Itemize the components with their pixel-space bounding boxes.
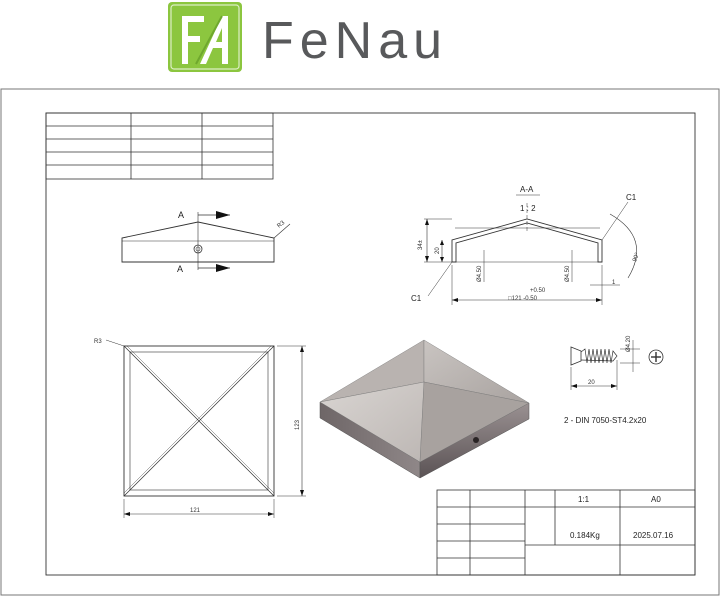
hole-dia-left: Ø4.50 — [477, 265, 483, 282]
height-inner-label: 20 — [435, 247, 441, 254]
radius-label-top: R3 — [276, 220, 286, 230]
width-dim-label: □121 -0.50 — [508, 296, 538, 302]
title-block — [436, 489, 696, 576]
screw-thread — [580, 348, 618, 364]
section-view: A-A 1 : 2 34± 20 Ø4.50 Ø4.50 +0.50 □121 … — [411, 185, 641, 305]
plan-height-label: 123 — [295, 419, 301, 430]
height-total-label: 34± — [418, 239, 424, 250]
title-block-scale: 1:1 — [578, 495, 590, 504]
plan-width-label: 121 — [190, 508, 201, 514]
brand-wordmark: FeNau — [262, 12, 448, 70]
plan-inner — [129, 351, 269, 491]
screw-length-label: 20 — [588, 380, 595, 386]
title-block-date: 2025.07.16 — [633, 531, 674, 540]
screw-head-end-icon — [648, 349, 664, 365]
section-label-top: A — [178, 210, 184, 220]
plan-view: R3 121 123 — [94, 339, 306, 518]
3d-screw-hole — [473, 437, 479, 443]
angle-arc — [609, 213, 637, 279]
sheet-border — [0, 88, 720, 596]
product-3d-view — [319, 339, 530, 479]
screw-callout: 2 - DIN 7050-ST4.2x20 — [564, 416, 647, 425]
top-view: A A R3 — [121, 210, 291, 274]
drawing-frame — [45, 112, 696, 576]
width-tol-plus: +0.50 — [530, 288, 546, 294]
section-label-bottom: A — [177, 264, 183, 274]
logo-header: FeNau — [168, 2, 448, 72]
screw-detail: 20 Ø4.20 2 - DIN 7050-ST4.2x20 — [564, 335, 664, 425]
plan-radius-label: R3 — [94, 339, 102, 345]
screw-dia-label: Ø4.20 — [626, 335, 632, 352]
plan-outer — [123, 345, 275, 497]
angle-label: 90° — [632, 252, 641, 263]
revision-table — [45, 112, 274, 180]
title-block-sheet: A0 — [651, 495, 661, 504]
logo-icon — [168, 2, 242, 72]
cap-profile — [121, 221, 275, 263]
hole-dia-right: Ø4.50 — [565, 265, 571, 282]
section-scale: 1 : 2 — [520, 204, 536, 213]
section-profile — [451, 218, 603, 263]
section-title: A-A — [520, 185, 534, 194]
screw-head — [570, 346, 582, 366]
small-dim-label: 1 — [612, 280, 616, 286]
title-block-weight: 0.184Kg — [570, 531, 600, 540]
chamfer-bottom-label: C1 — [411, 294, 422, 303]
chamfer-top-label: C1 — [626, 193, 637, 202]
